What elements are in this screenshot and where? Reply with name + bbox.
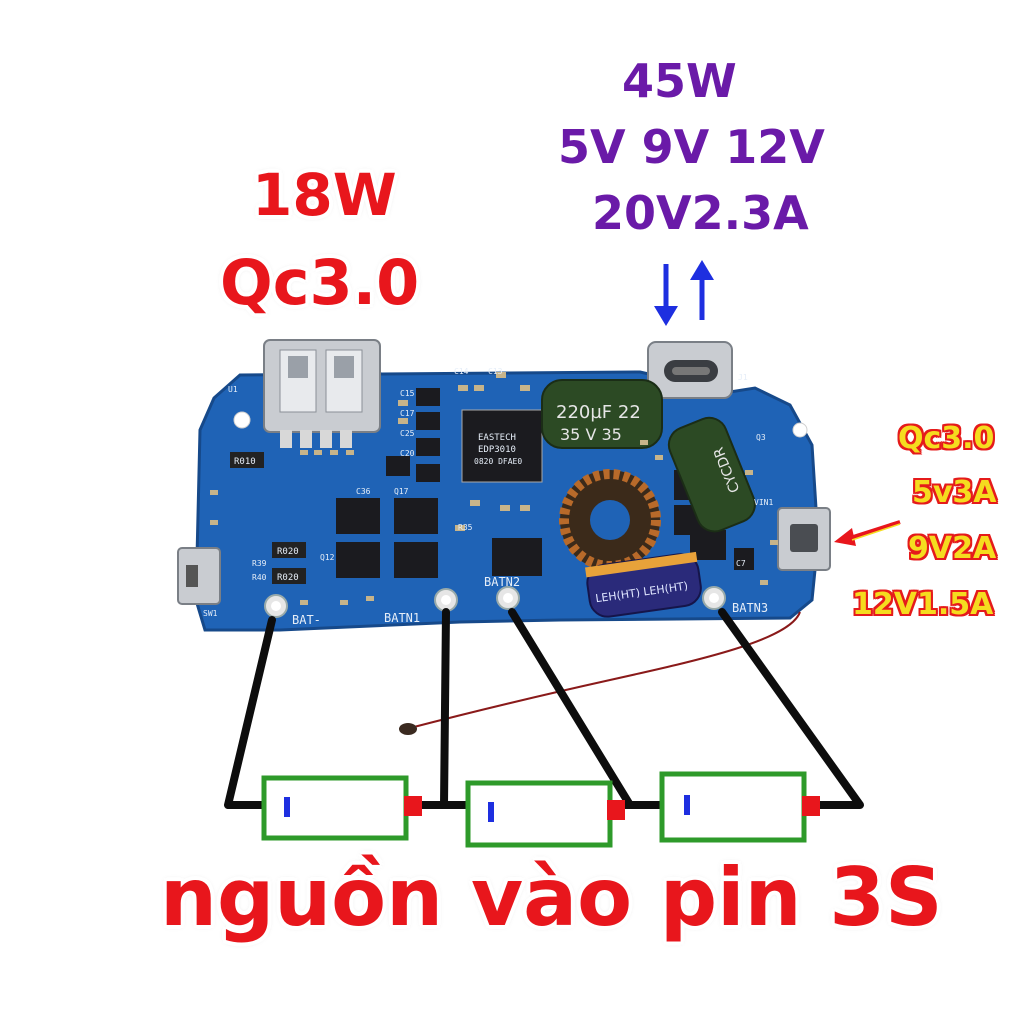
silkscreen-labels: C14 C13 C15 C17 C25 C20 C36 Q17 Q12 R39 …: [203, 367, 773, 618]
svg-text:C14: C14: [454, 367, 469, 376]
pad-label-batn1: BATN1: [384, 611, 420, 625]
micro-usb-9v-label: 9V2A: [908, 531, 997, 566]
svg-text:C20: C20: [400, 449, 415, 458]
svg-text:C13: C13: [488, 367, 503, 376]
svg-text:EDP3010: EDP3010: [478, 445, 516, 455]
usb-a-power-label: 18W: [252, 161, 397, 229]
capacitor-green-left: 220µF 22 35 V 35: [541, 379, 663, 449]
svg-text:C15: C15: [400, 389, 415, 398]
svg-text:C25: C25: [400, 429, 415, 438]
svg-text:C36: C36: [356, 487, 371, 496]
mount-hole: [792, 422, 808, 438]
usb-c-port: [647, 341, 733, 399]
main-ic: EASTECH EDP3010 0820 DFAE0: [461, 409, 543, 483]
svg-text:Q3: Q3: [756, 433, 766, 442]
svg-text:SW1: SW1: [203, 609, 218, 618]
usb-c-max-label: 20V2.3A: [592, 186, 809, 240]
svg-text:C7: C7: [736, 559, 746, 568]
side-switch: [177, 547, 221, 605]
pad-label-batn2: BATN2: [484, 575, 520, 589]
battery-3: [659, 771, 820, 843]
svg-text:EASTECH: EASTECH: [478, 433, 516, 443]
svg-text:Q17: Q17: [394, 487, 409, 496]
svg-text:Q12: Q12: [320, 553, 335, 562]
bidirectional-arrow-icon: [654, 260, 714, 326]
svg-text:R39: R39: [252, 559, 267, 568]
bottom-caption: nguồn vào pin 3S: [160, 851, 943, 944]
thermistor-wire: [409, 611, 801, 729]
svg-text:220µF 22: 220µF 22: [556, 402, 641, 423]
svg-text:VIN1: VIN1: [754, 498, 773, 507]
svg-text:U1: U1: [228, 385, 238, 394]
micro-usb-5v-label: 5v3A: [912, 475, 997, 510]
pad-label-batn3: BATN3: [732, 601, 768, 615]
svg-text:C17: C17: [400, 409, 415, 418]
svg-text:35 V 35: 35 V 35: [560, 425, 622, 444]
micro-usb-port: [777, 507, 831, 571]
micro-usb-protocol-label: Qc3.0: [898, 421, 995, 456]
svg-text:R40: R40: [252, 573, 267, 582]
battery-1: [261, 775, 422, 841]
usb-a-port: [263, 339, 381, 448]
micro-usb-12v-label: 12V1.5A: [852, 587, 994, 622]
svg-text:R35: R35: [458, 523, 473, 532]
pad-label-bat: BAT-: [292, 613, 321, 627]
toroid-inductor: [559, 469, 661, 571]
capacitor-blue: LEH(HT) LEH(HT): [585, 551, 702, 618]
mount-hole: [233, 411, 251, 429]
svg-text:0820 DFAE0: 0820 DFAE0: [474, 457, 522, 466]
thermistor-tip: [399, 723, 417, 735]
battery-2: [465, 780, 625, 848]
sense-resistors: R010 R020 R020: [230, 452, 306, 584]
svg-text:R020: R020: [277, 573, 299, 583]
svg-text:J1: J1: [738, 373, 748, 382]
passive-components: [210, 372, 778, 605]
svg-text:R020: R020: [277, 547, 299, 557]
battery-wires: [224, 608, 864, 809]
battery-pads: [264, 586, 726, 618]
usb-c-voltages-label: 5V 9V 12V: [558, 120, 825, 174]
usb-c-power-label: 45W: [622, 54, 737, 108]
input-arrow-icon: [834, 520, 901, 546]
usb-a-protocol-label: Qc3.0: [220, 246, 420, 319]
svg-text:R010: R010: [234, 457, 256, 467]
